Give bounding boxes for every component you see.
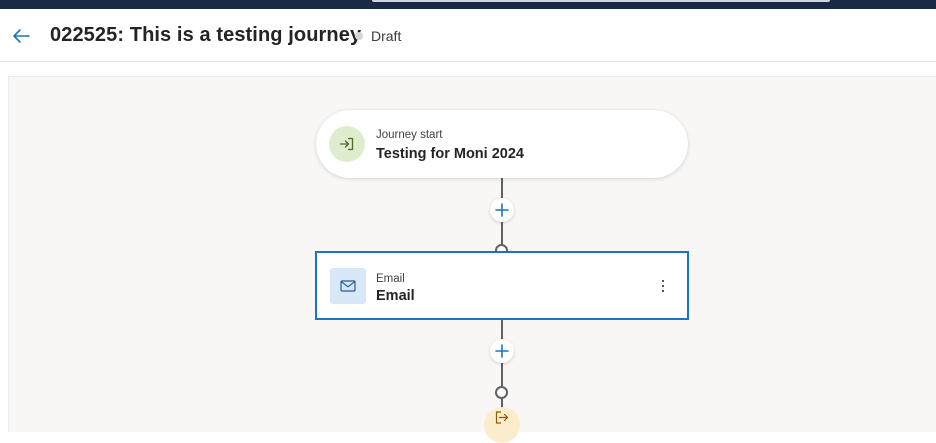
connector-line [501,320,503,339]
app-top-bar [0,0,936,9]
page-title: 022525: This is a testing journey [50,24,362,46]
status-text: Draft [371,28,402,44]
journey-exit-node[interactable] [484,407,520,443]
journey-start-label: Journey start [376,129,443,141]
connector-line [501,363,503,386]
mail-icon [340,280,356,292]
email-node[interactable]: Email Email [315,251,689,320]
more-vertical-icon [661,279,665,293]
add-step-button[interactable] [490,339,514,363]
connector-line [501,398,503,408]
journey-header: 022525: This is a testing journey Draft [0,9,936,62]
back-arrow-icon [13,29,30,43]
global-search-edge[interactable] [372,0,830,2]
journey-start-node[interactable]: Journey start Testing for Moni 2024 [316,110,688,178]
connector-line [501,178,503,198]
journey-start-title: Testing for Moni 2024 [376,146,524,162]
connection-port [495,386,508,399]
connector-line [501,222,503,245]
exit-icon [495,411,509,424]
email-icon-badge [330,268,366,304]
plus-icon [495,203,509,217]
plus-icon [495,344,509,358]
back-button[interactable] [8,23,34,49]
enter-icon [339,137,354,151]
status-dot [355,32,363,40]
email-node-title: Email [376,288,415,304]
status-badge: Draft [355,28,401,44]
email-node-label: Email [376,273,405,285]
journey-start-icon-badge [329,126,365,162]
more-options-button[interactable] [653,275,673,297]
add-step-button[interactable] [490,198,514,222]
